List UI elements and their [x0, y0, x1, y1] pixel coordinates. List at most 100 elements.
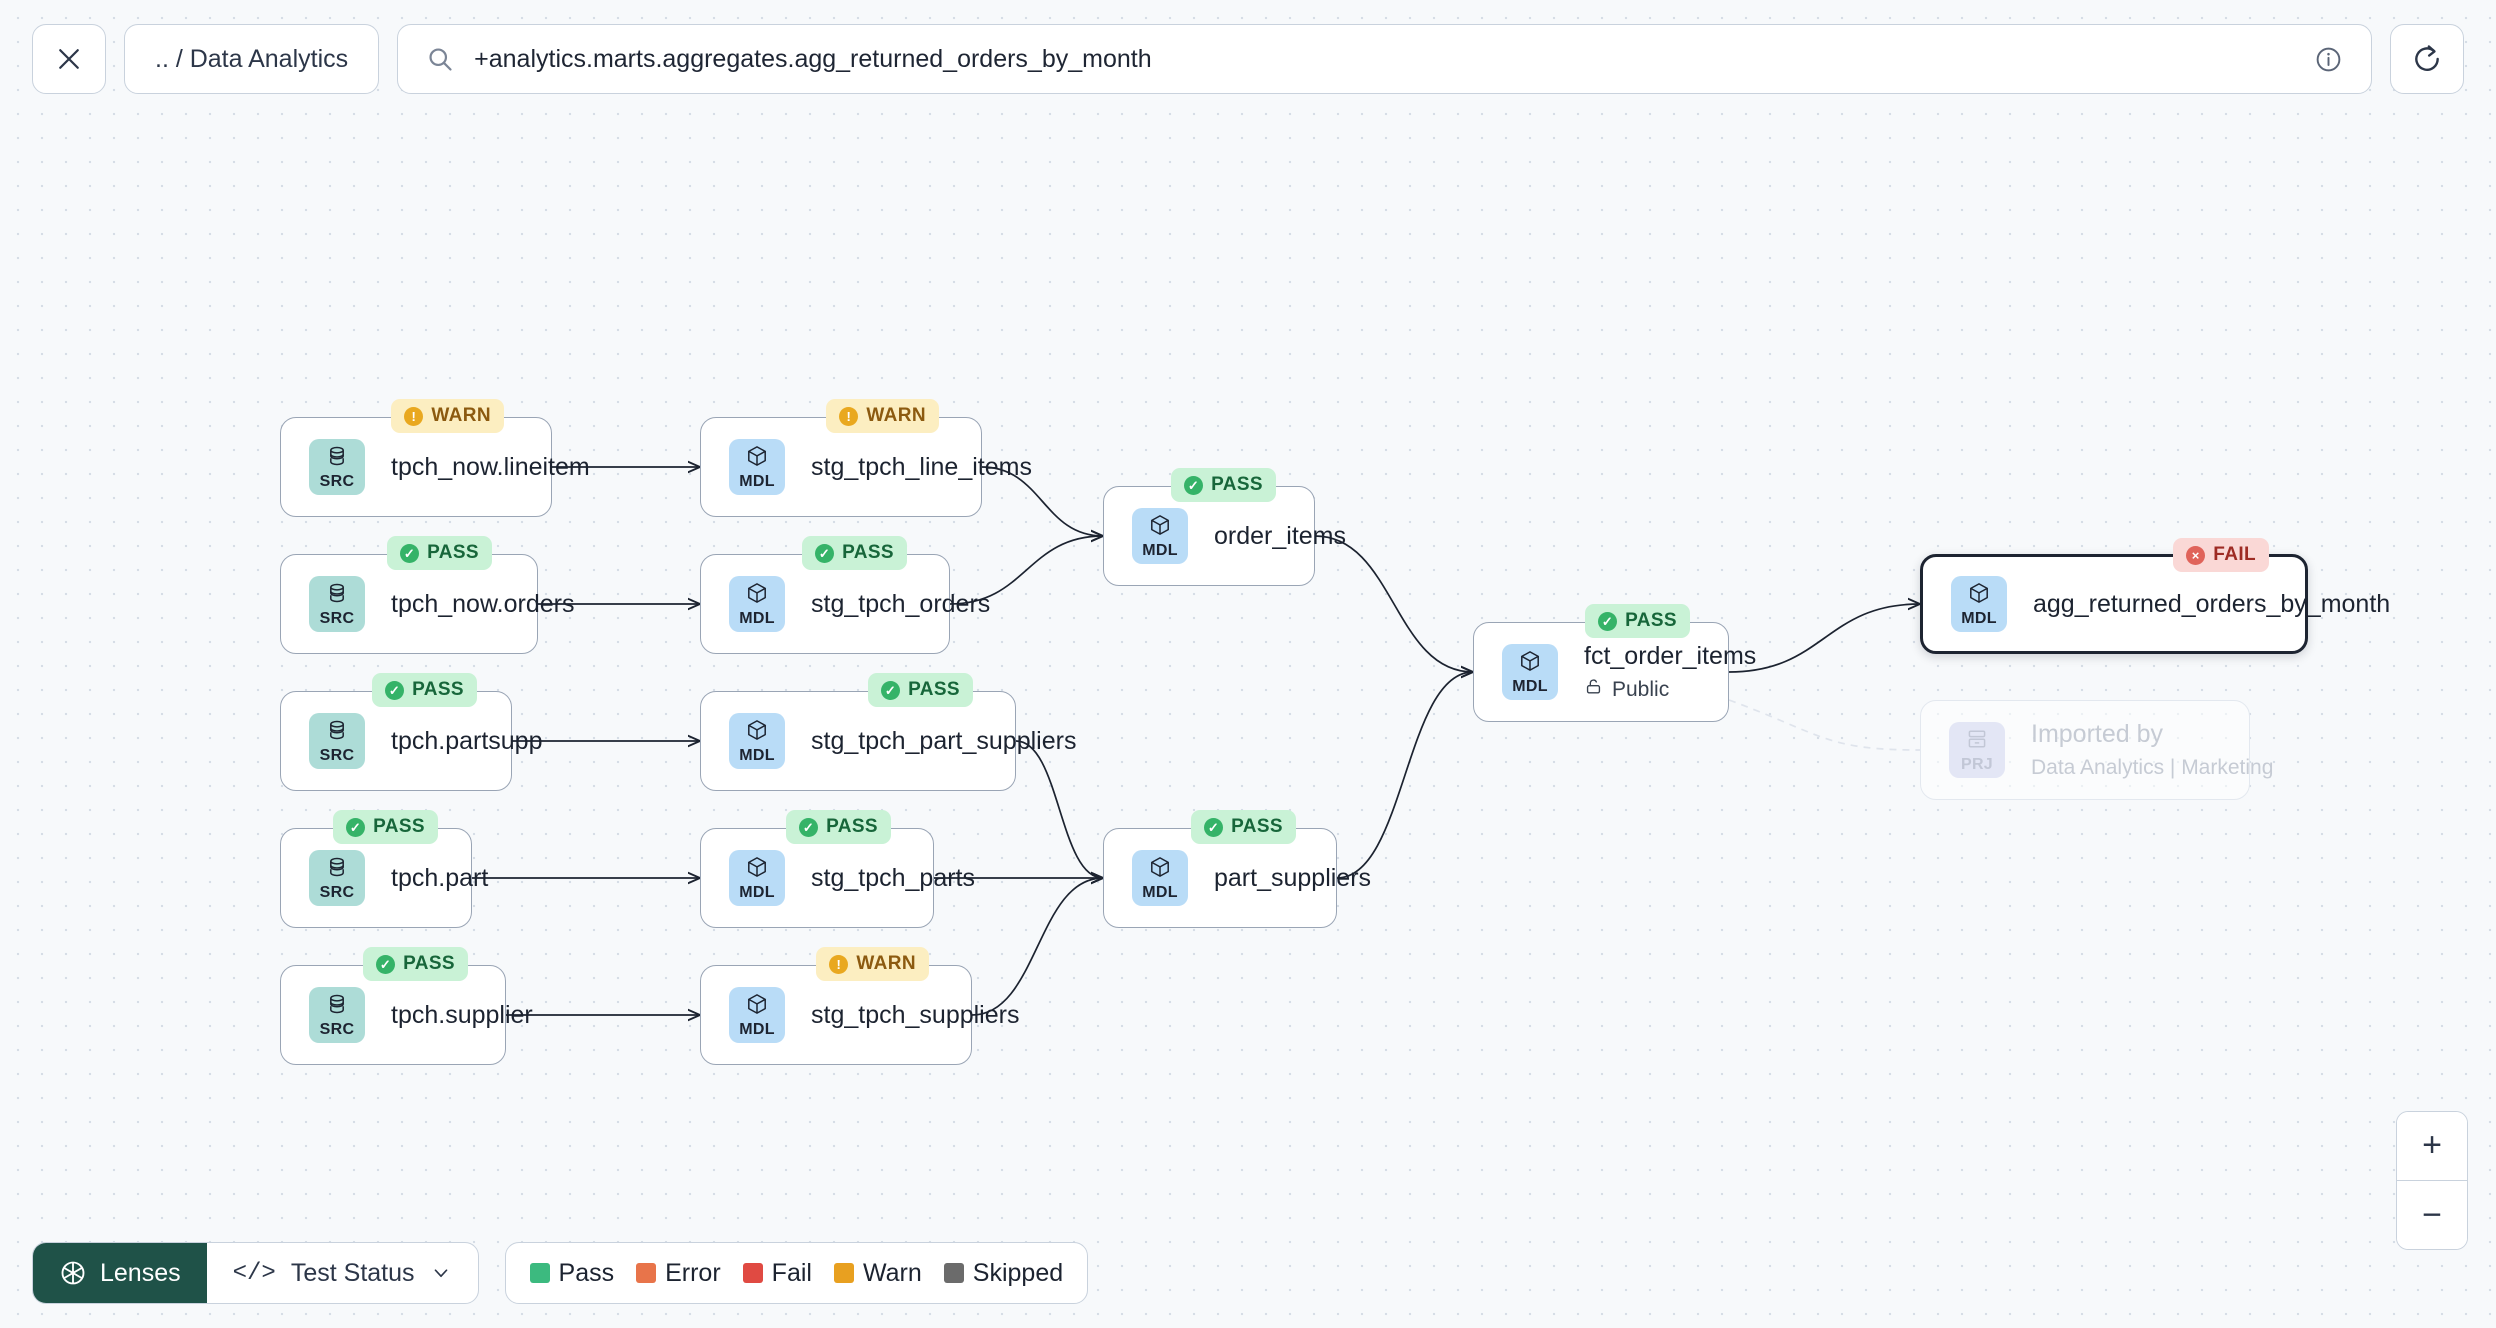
status-badge-label: WARN	[866, 405, 926, 426]
node-title: stg_tpch_orders	[811, 589, 991, 618]
mdl-type-chip: MDL	[1502, 644, 1558, 700]
graph-node-src_part[interactable]: SRC tpch.part ✓PASS	[280, 810, 488, 928]
status-badge-label: FAIL	[2213, 544, 2256, 565]
node-body: stg_tpch_suppliers	[811, 1001, 1019, 1030]
bottom-toolbar: Lenses </> Test Status Pass Error Fail Warn…	[32, 1242, 1089, 1304]
aperture-icon	[59, 1259, 87, 1287]
mdl-type-chip: MDL	[729, 713, 785, 769]
node-body: agg_returned_orders_by_month	[2033, 590, 2390, 619]
legend-item-warn[interactable]: Warn	[833, 1258, 922, 1288]
node-title: tpch_now.orders	[391, 589, 575, 618]
status-badge-label: WARN	[431, 405, 491, 426]
node-body: stg_tpch_part_suppliers	[811, 727, 1076, 756]
status-dot-icon: ✓	[815, 543, 835, 563]
graph-node-stg_part_sup[interactable]: MDL stg_tpch_part_suppliers ✓ PASS	[700, 673, 1076, 791]
status-badge-pass[interactable]: ✓PASS	[387, 536, 492, 570]
type-chip-label: SRC	[319, 884, 355, 901]
status-badge-warn[interactable]: !WARN	[391, 399, 504, 433]
refresh-icon	[2411, 43, 2443, 75]
search-bar[interactable]: +analytics.marts.aggregates.agg_returned…	[397, 24, 2372, 94]
status-badge-label: PASS	[908, 679, 960, 700]
mdl-type-chip: MDL	[729, 576, 785, 632]
search-input[interactable]: +analytics.marts.aggregates.agg_returned…	[474, 44, 1152, 73]
graph-node-part_suppliers[interactable]: MDL part_suppliers ✓PASS	[1103, 810, 1372, 928]
mdl-type-chip: MDL	[729, 987, 785, 1043]
status-dot-icon: ✓	[799, 817, 819, 837]
status-badge-warn[interactable]: ! WARN	[816, 947, 929, 981]
breadcrumb-button[interactable]: .. / Data Analytics	[124, 24, 380, 94]
cube-icon	[1518, 649, 1542, 678]
node-title: stg_tpch_line_items	[811, 452, 1032, 481]
node-body: stg_tpch_line_items	[811, 452, 1032, 482]
legend-item-fail[interactable]: Fail	[742, 1259, 812, 1288]
status-badge-pass[interactable]: ✓PASS	[1171, 468, 1276, 502]
graph-node-stg_parts[interactable]: MDL stg_tpch_parts ✓PASS	[700, 810, 975, 928]
type-chip-label: SRC	[319, 747, 355, 764]
refresh-button[interactable]	[2390, 24, 2464, 94]
status-badge-pass[interactable]: ✓PASS	[786, 810, 891, 844]
status-dot-icon: ×	[2186, 545, 2206, 565]
status-badge-fail[interactable]: × FAIL	[2173, 538, 2269, 572]
search-icon	[426, 45, 454, 73]
status-badge-warn[interactable]: !WARN	[826, 399, 939, 433]
type-chip-label: MDL	[1512, 678, 1548, 695]
legend-item-pass[interactable]: Pass	[529, 1259, 614, 1288]
database-icon	[325, 992, 349, 1021]
status-dot-icon: ✓	[400, 543, 420, 563]
status-badge-pass[interactable]: ✓PASS	[1191, 810, 1296, 844]
mdl-type-chip: MDL	[1132, 850, 1188, 906]
zoom-in-button[interactable]: +	[2397, 1111, 2467, 1180]
status-badge-pass[interactable]: ✓PASS	[333, 810, 438, 844]
type-chip-label: MDL	[1961, 610, 1997, 627]
node-body: part_suppliers	[1214, 863, 1372, 893]
node-subtitle: Data Analytics | Marketing	[2031, 756, 2273, 780]
graph-node-agg_returned[interactable]: MDL agg_returned_orders_by_month × FAIL	[1920, 538, 2390, 654]
status-badge-label: WARN	[856, 953, 916, 974]
node-title: part_suppliers	[1214, 863, 1372, 892]
status-badge-label: PASS	[1625, 610, 1677, 631]
status-badge-label: PASS	[842, 542, 894, 563]
status-badge-pass[interactable]: ✓ PASS	[802, 536, 907, 570]
status-badge-label: PASS	[1211, 474, 1263, 495]
type-chip-label: PRJ	[1960, 756, 1994, 773]
status-badge-pass[interactable]: ✓PASS	[1585, 604, 1690, 638]
close-button[interactable]	[32, 24, 106, 94]
node-subtitle-label: Data Analytics | Marketing	[2031, 755, 2274, 779]
zoom-out-button[interactable]: −	[2397, 1181, 2467, 1249]
legend-item-label: Warn	[862, 1258, 922, 1287]
cube-icon	[745, 581, 769, 610]
legend-item-error[interactable]: Error	[636, 1259, 721, 1288]
test-status-dropdown[interactable]: </> Test Status	[207, 1243, 478, 1303]
lenses-label: Lenses	[100, 1258, 181, 1287]
lenses-button[interactable]: Lenses	[33, 1243, 207, 1303]
legend-swatch-icon	[529, 1263, 550, 1283]
status-badge-pass[interactable]: ✓ PASS	[868, 673, 973, 707]
status-badge-pass[interactable]: ✓PASS	[363, 947, 468, 981]
node-body: tpch.part	[391, 864, 488, 893]
status-dot-icon: ✓	[881, 680, 901, 700]
node-subtitle-label: Public	[1612, 677, 1670, 701]
status-dot-icon: !	[829, 954, 849, 974]
legend-item-label: Error	[665, 1258, 721, 1287]
status-badge-label: PASS	[412, 679, 464, 700]
node-title: stg_tpch_parts	[811, 863, 975, 892]
type-chip-label: MDL	[739, 884, 775, 901]
cube-icon	[745, 855, 769, 884]
info-icon[interactable]	[2314, 45, 2343, 74]
type-chip-label: SRC	[319, 1021, 355, 1038]
mdl-type-chip: MDL	[1132, 508, 1188, 564]
graph-node-stg_suppliers[interactable]: MDL stg_tpch_suppliers! WARN	[700, 947, 1019, 1065]
graph-node-stg_orders[interactable]: MDL stg_tpch_orders ✓ PASS	[700, 536, 991, 654]
legend-item-skipped[interactable]: Skipped	[943, 1259, 1063, 1288]
lenses-group: Lenses </> Test Status	[32, 1242, 479, 1304]
status-badge-pass[interactable]: ✓PASS	[372, 673, 477, 707]
